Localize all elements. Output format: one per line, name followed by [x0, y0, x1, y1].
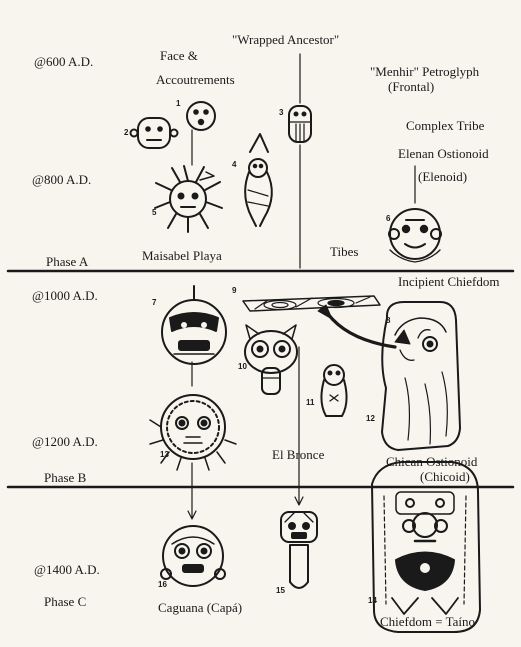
- label-chiefdom-taino: Chiefdom = Taíno: [380, 614, 475, 629]
- header-menhir-line2: (Frontal): [388, 79, 434, 94]
- date-1000: @1000 A.D.: [32, 288, 98, 303]
- figure-11-small-figure: [321, 365, 346, 416]
- figure-3-wrapped-ancestor: [289, 106, 311, 142]
- label-elenan-line2: (Elenoid): [418, 169, 467, 184]
- figure-number-15: 15: [276, 586, 285, 595]
- figure-number-14: 14: [368, 596, 377, 605]
- date-1200: @1200 A.D.: [32, 434, 98, 449]
- label-complex-tribe: Complex Tribe: [406, 118, 484, 133]
- figure-number-16: 16: [158, 580, 167, 589]
- figure-4-swaddled: [245, 134, 272, 226]
- figure-15-head-pendant: [281, 512, 317, 588]
- figure-number-1: 1: [176, 99, 180, 108]
- figure-number-3: 3: [279, 108, 283, 117]
- figure-16-round-face: [161, 526, 225, 586]
- figure-6-elenoid-face: [389, 209, 441, 262]
- header-accoutrements: Accoutrements: [156, 72, 235, 87]
- label-chican-line1: Chican Ostionoid: [386, 454, 477, 469]
- phase-a: Phase A: [46, 254, 88, 269]
- label-chican-line2: (Chicoid): [420, 469, 470, 484]
- figure-2-face: [131, 118, 178, 148]
- figure-number-2: 2: [124, 128, 128, 137]
- figure-number-6: 6: [386, 214, 390, 223]
- date-800: @800 A.D.: [32, 172, 91, 187]
- header-wrapped-ancestor: "Wrapped Ancestor": [232, 32, 339, 47]
- header-menhir-line1: "Menhir" Petroglyph: [370, 64, 479, 79]
- figure-number-12: 12: [366, 414, 375, 423]
- header-face: Face &: [160, 48, 198, 63]
- figure-1-face: [187, 102, 215, 130]
- figure-7-face: [162, 286, 226, 364]
- figure-number-7: 7: [152, 298, 156, 307]
- figure-number-11: 11: [306, 398, 314, 407]
- figure-number-9: 9: [232, 286, 236, 295]
- phase-c: Phase C: [44, 594, 86, 609]
- figure-10-owl: [245, 325, 297, 394]
- date-1400: @1400 A.D.: [34, 562, 100, 577]
- figure-number-4: 4: [232, 160, 236, 169]
- figure-5-spiky-face: [155, 166, 222, 232]
- label-tibes: Tibes: [330, 244, 358, 259]
- figure-number-13: 13: [160, 450, 169, 459]
- figure-12-menhir-petroglyph: [382, 302, 460, 450]
- label-incipient-chiefdom: Incipient Chiefdom: [398, 274, 499, 289]
- figure-number-10: 10: [238, 362, 247, 371]
- figure-number-5: 5: [152, 208, 156, 217]
- label-maisabel-playa: Maisabel Playa: [142, 248, 222, 263]
- label-elenan-line1: Elenan Ostionoid: [398, 146, 489, 161]
- phase-b: Phase B: [44, 470, 86, 485]
- date-600: @600 A.D.: [34, 54, 93, 69]
- label-caguana: Caguana (Capá): [158, 600, 242, 615]
- figure-9-decorated-band: [243, 296, 380, 311]
- label-el-bronce: El Bronce: [272, 447, 324, 462]
- figure-number-8: 8: [386, 316, 390, 325]
